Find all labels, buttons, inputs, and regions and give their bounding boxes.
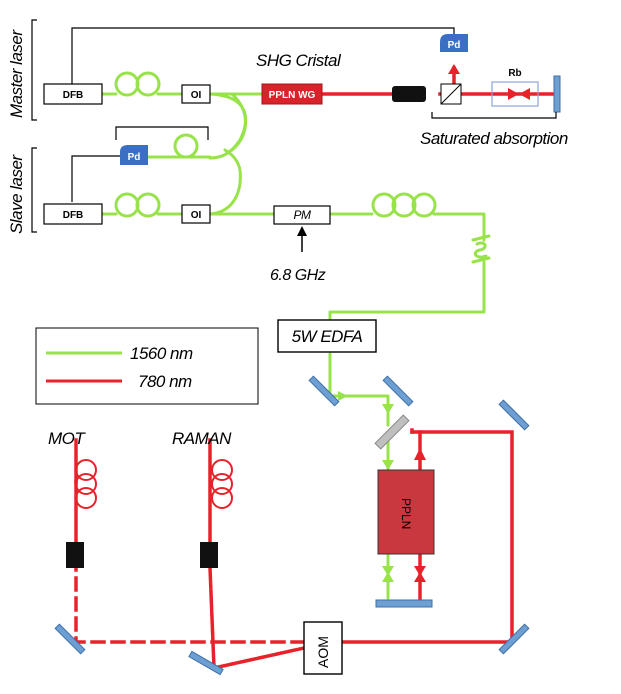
edfa-box xyxy=(277,319,377,353)
oi-master xyxy=(181,84,211,104)
dfb-slave xyxy=(43,203,103,225)
legend-label-1560: 1560 nm xyxy=(130,344,193,363)
ppln-wg-label: PPLN WG xyxy=(269,90,316,101)
mirror-right-top xyxy=(498,399,530,431)
rf-arrow xyxy=(297,226,307,236)
beam-780-lower xyxy=(74,428,514,671)
coupler-mot xyxy=(66,542,84,568)
slave-pd-bracket xyxy=(115,126,209,140)
pd-slave-label: Pd xyxy=(128,152,141,163)
phase-modulator xyxy=(273,205,331,225)
raman-label: RAMAN xyxy=(172,429,232,448)
rb-cell xyxy=(491,81,539,107)
dfb-slave-label: DFB xyxy=(63,210,84,221)
pd-slave xyxy=(120,145,148,165)
ppln-wg xyxy=(261,83,323,105)
collimator-top xyxy=(392,86,426,102)
edfa-label: 5W EDFA xyxy=(292,327,363,346)
aom-box xyxy=(303,621,343,675)
mirror-mot xyxy=(54,623,86,655)
legend: 1560 nm 780 nm xyxy=(35,327,259,405)
ppln-label: PPLN xyxy=(399,498,413,529)
mirror-sat-abs xyxy=(553,75,561,113)
sat-abs-bracket xyxy=(431,112,557,119)
dfb-master xyxy=(43,83,103,105)
ppln-crystal xyxy=(377,469,435,555)
slave-laser-label: Slave laser xyxy=(7,154,26,234)
pd-top xyxy=(440,34,468,52)
slave-bracket xyxy=(31,147,37,233)
rb-label: Rb xyxy=(508,68,521,79)
legend-box xyxy=(35,327,259,405)
saturated-absorption-label: Saturated absorption xyxy=(420,129,568,148)
freq-label: 6.8 GHz xyxy=(270,267,326,284)
mirror-ppln-bottom xyxy=(375,599,433,608)
fiber-network xyxy=(100,71,491,600)
oi-master-label: OI xyxy=(191,90,202,101)
mirror-green xyxy=(382,375,414,407)
aom-label: AOM xyxy=(315,636,331,668)
dichroic-mirror xyxy=(374,414,410,450)
mot-label: MOT xyxy=(48,429,86,448)
oi-slave xyxy=(181,204,211,224)
mirror-right-bottom xyxy=(498,623,530,655)
mirror-raman xyxy=(188,650,224,676)
legend-label-780: 780 nm xyxy=(138,372,192,391)
mirror-edfa xyxy=(308,375,340,407)
shg-crystal-label: SHG Cristal xyxy=(256,51,342,70)
dfb-master-label: DFB xyxy=(63,90,84,101)
pm-label: PM xyxy=(294,208,312,222)
slave-lock-line xyxy=(71,155,120,202)
pd-top-label: Pd xyxy=(448,40,461,51)
master-bracket xyxy=(31,19,37,121)
green-arrow-1 xyxy=(382,404,394,414)
master-laser-label: Master laser xyxy=(7,29,26,118)
coupler-raman xyxy=(200,542,218,568)
oi-slave-label: OI xyxy=(191,210,202,221)
